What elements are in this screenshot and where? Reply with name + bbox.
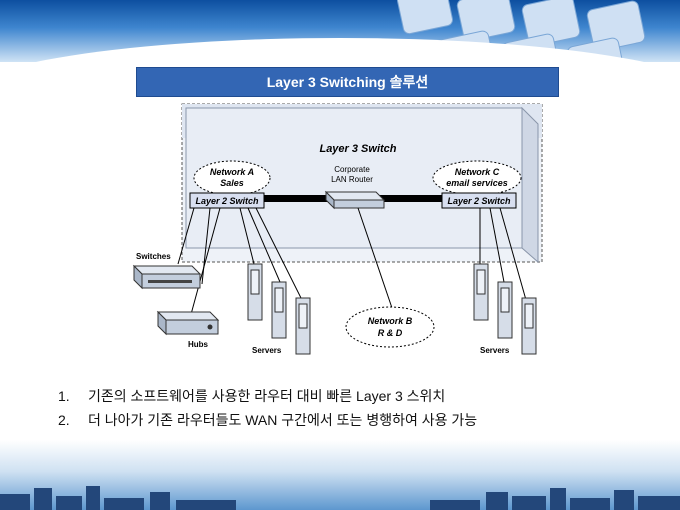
router-label-2: LAN Router [331,175,373,184]
footer-band [0,440,680,510]
servers-right-label: Servers [480,346,510,355]
network-c-sub: email services [446,178,508,188]
network-b-cloud: Network B R & D [345,306,435,348]
router-label: Corporate [334,165,370,174]
network-c-cloud: Network C email services [432,160,522,196]
hub-device-icon [156,310,220,336]
header-band [0,0,680,62]
network-a-label: Network A [210,167,254,177]
l2-switch-right-label: Layer 2 Switch [447,196,511,206]
l2-switch-left [189,192,265,209]
note-number: 2. [58,412,70,428]
note-item: 1. 기존의 소프트웨어를 사용한 라우터 대비 빠른 Layer 3 스위치 [58,384,477,408]
network-a-sub: Sales [220,178,244,188]
network-b-label: Network B [368,316,413,326]
notes-list: 1. 기존의 소프트웨어를 사용한 라우터 대비 빠른 Layer 3 스위치 2… [58,384,477,432]
servers-left-label: Servers [252,346,282,355]
note-text: 더 나아가 기존 라우터들도 WAN 구간에서 또는 병행하여 사용 가능 [88,412,478,428]
switches-label: Switches [136,252,171,261]
router-icon [324,190,386,210]
city-skyline-image [0,486,680,510]
note-number: 1. [58,388,70,404]
network-a-cloud: Network A Sales [193,160,271,196]
l2-switch-left-label: Layer 2 Switch [195,196,259,206]
hubs-label: Hubs [188,340,209,349]
layer3-box-side [521,106,539,264]
layer3-label: Layer 3 Switch [319,143,396,155]
diagram-title: Layer 3 Switching 솔루션 [136,67,559,97]
note-item: 2. 더 나아가 기존 라우터들도 WAN 구간에서 또는 병행하여 사용 가능 [58,408,477,432]
network-b-sub: R & D [378,328,403,338]
servers-left-icons [247,263,311,355]
note-text: 기존의 소프트웨어를 사용한 라우터 대비 빠른 Layer 3 스위치 [88,388,446,404]
servers-right-icons [473,263,537,355]
l2-switch-right [441,192,517,209]
connection-lines [177,207,527,319]
network-diagram: Layer 3 Switch Network A Sales Network C… [132,103,543,355]
switch-device-icon [132,264,202,290]
network-c-label: Network C [455,167,500,177]
